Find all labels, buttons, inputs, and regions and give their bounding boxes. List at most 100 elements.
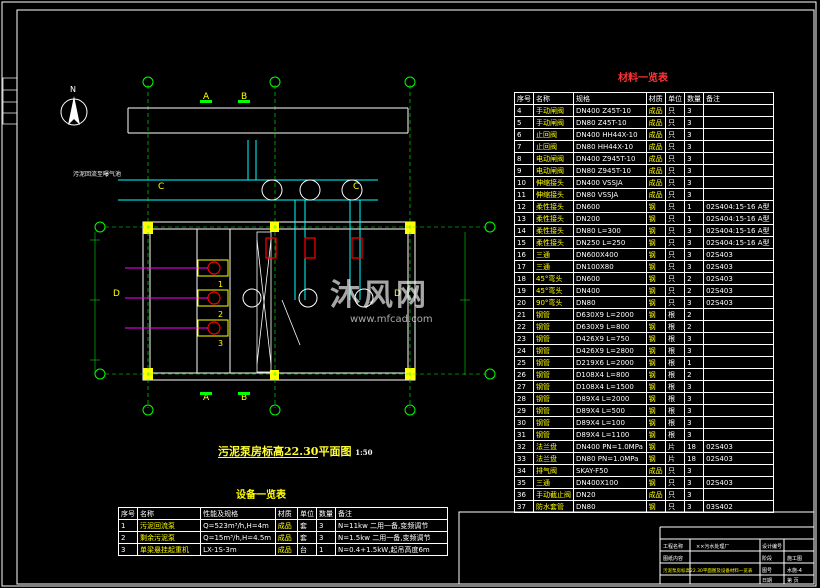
table-cell: 钢 xyxy=(645,260,667,273)
table-cell: 10 xyxy=(514,176,534,189)
table-cell: 根 xyxy=(665,320,686,333)
table-header-cell: 性能及规格 xyxy=(200,507,276,520)
table-cell xyxy=(703,164,774,177)
table-cell: 成品 xyxy=(645,176,667,189)
table-cell: DN600 xyxy=(573,272,647,285)
table-cell: 片 xyxy=(665,440,686,453)
table-header-row: 序号名称性能及规格材质单位数量备注 xyxy=(118,507,448,520)
table-cell: 根 xyxy=(665,392,686,405)
table-cell: 成品 xyxy=(645,140,667,153)
table-cell: 3 xyxy=(684,392,705,405)
table-cell: 钢 xyxy=(645,200,667,213)
table-cell: 只 xyxy=(665,500,686,513)
table-cell: 根 xyxy=(665,308,686,321)
plan-scale: 1:50 xyxy=(355,448,373,457)
table-cell: 三通 xyxy=(533,260,574,273)
table-cell: 21 xyxy=(514,308,534,321)
tb-date-label: 日期 xyxy=(762,578,772,584)
table-cell: 只 xyxy=(665,272,686,285)
table-cell: 只 xyxy=(665,224,686,237)
table-cell: 伸缩接头 xyxy=(533,176,574,189)
table-cell: 只 xyxy=(665,104,686,117)
table-cell: 钢管 xyxy=(533,392,574,405)
table-cell: 3 xyxy=(684,236,705,249)
tb-drawing-label: 图纸内容 xyxy=(663,555,683,562)
pump-number-2: 2 xyxy=(218,310,223,319)
table-cell: 钢 xyxy=(645,404,667,417)
table-cell: DN80 xyxy=(573,500,647,513)
table-cell: 钢管 xyxy=(533,404,574,417)
tb-project-label: 工程名称 xyxy=(663,543,683,550)
table-cell: 钢管 xyxy=(533,380,574,393)
table-cell xyxy=(703,116,774,129)
table-cell: 钢 xyxy=(645,368,667,381)
table-cell: 02S404:15-16 A型 xyxy=(703,212,774,225)
table-cell: Q=523m³/h,H=4m xyxy=(200,519,276,532)
table-cell: 成品 xyxy=(645,488,667,501)
table-cell: N=0.4+1.5kW,起吊高度6m xyxy=(335,543,448,556)
table-header-cell: 序号 xyxy=(514,92,534,105)
table-cell: DN600X400 xyxy=(573,248,647,261)
table-cell: 2 xyxy=(684,284,705,297)
table-cell: D89X4 L=2000 xyxy=(573,392,647,405)
table-cell: 柔性接头 xyxy=(533,200,574,213)
tb-phase: 施工图 xyxy=(787,555,802,562)
table-cell: 28 xyxy=(514,392,534,405)
table-cell: 套 xyxy=(297,531,318,544)
table-cell: 根 xyxy=(665,368,686,381)
table-header-row: 序号名称规格材质单位数量备注 xyxy=(514,92,774,105)
table-cell: 钢 xyxy=(645,416,667,429)
table-cell: 排气阀 xyxy=(533,464,574,477)
table-cell: 钢 xyxy=(645,284,667,297)
table-cell: DN80 Z945T-10 xyxy=(573,164,647,177)
table-cell: 45°弯头 xyxy=(533,284,574,297)
table-cell: 成品 xyxy=(274,543,299,556)
table-cell: 02S404:15-16 A型 xyxy=(703,200,774,213)
table-cell: 13 xyxy=(514,212,534,225)
table-cell: 剩余污泥泵 xyxy=(136,531,202,544)
table-cell: 36 xyxy=(514,488,534,501)
tb-page-label: 第 页 xyxy=(787,577,799,584)
table-header-cell: 单位 xyxy=(665,92,686,105)
table-cell: 钢 xyxy=(645,428,667,441)
table-cell xyxy=(703,188,774,201)
table-cell: 3 xyxy=(684,224,705,237)
table-cell: 3 xyxy=(684,404,705,417)
table-cell: 手动闸阀 xyxy=(533,104,574,117)
watermark-sub: www.mfcad.com xyxy=(350,314,433,325)
table-cell: 伸缩接头 xyxy=(533,188,574,201)
table-cell: 柔性接头 xyxy=(533,224,574,237)
table-cell: 只 xyxy=(665,188,686,201)
table-cell xyxy=(703,176,774,189)
table-cell: 12 xyxy=(514,200,534,213)
table-cell: DN80 Z45T-10 xyxy=(573,116,647,129)
table-cell: N=1.5kw 二用一备,变频调节 xyxy=(335,531,448,544)
table-header-cell: 备注 xyxy=(703,92,774,105)
table-cell: 钢 xyxy=(645,224,667,237)
table-header-cell: 名称 xyxy=(136,507,202,520)
excess-sludge-pipes xyxy=(125,267,208,329)
table-cell: 只 xyxy=(665,176,686,189)
table-cell: Q=15m³/h,H=4.5m xyxy=(200,531,276,544)
table-cell: 25 xyxy=(514,356,534,369)
table-cell: 3 xyxy=(684,380,705,393)
table-cell: 17 xyxy=(514,260,534,273)
table-cell: 片 xyxy=(665,452,686,465)
table-cell xyxy=(703,152,774,165)
pipe-label: 污泥回流至曝气池 xyxy=(73,170,121,178)
table-cell: 02S403 xyxy=(703,452,774,465)
table-cell: 钢 xyxy=(645,296,667,309)
table-cell: 3 xyxy=(684,188,705,201)
table-cell: 26 xyxy=(514,368,534,381)
table-cell: 27 xyxy=(514,380,534,393)
equipment-blocks xyxy=(197,259,229,337)
table-header-cell: 名称 xyxy=(533,92,574,105)
table-cell: 3 xyxy=(684,116,705,129)
sludge-header-pipe xyxy=(118,140,378,300)
north-arrow-icon xyxy=(60,96,88,126)
